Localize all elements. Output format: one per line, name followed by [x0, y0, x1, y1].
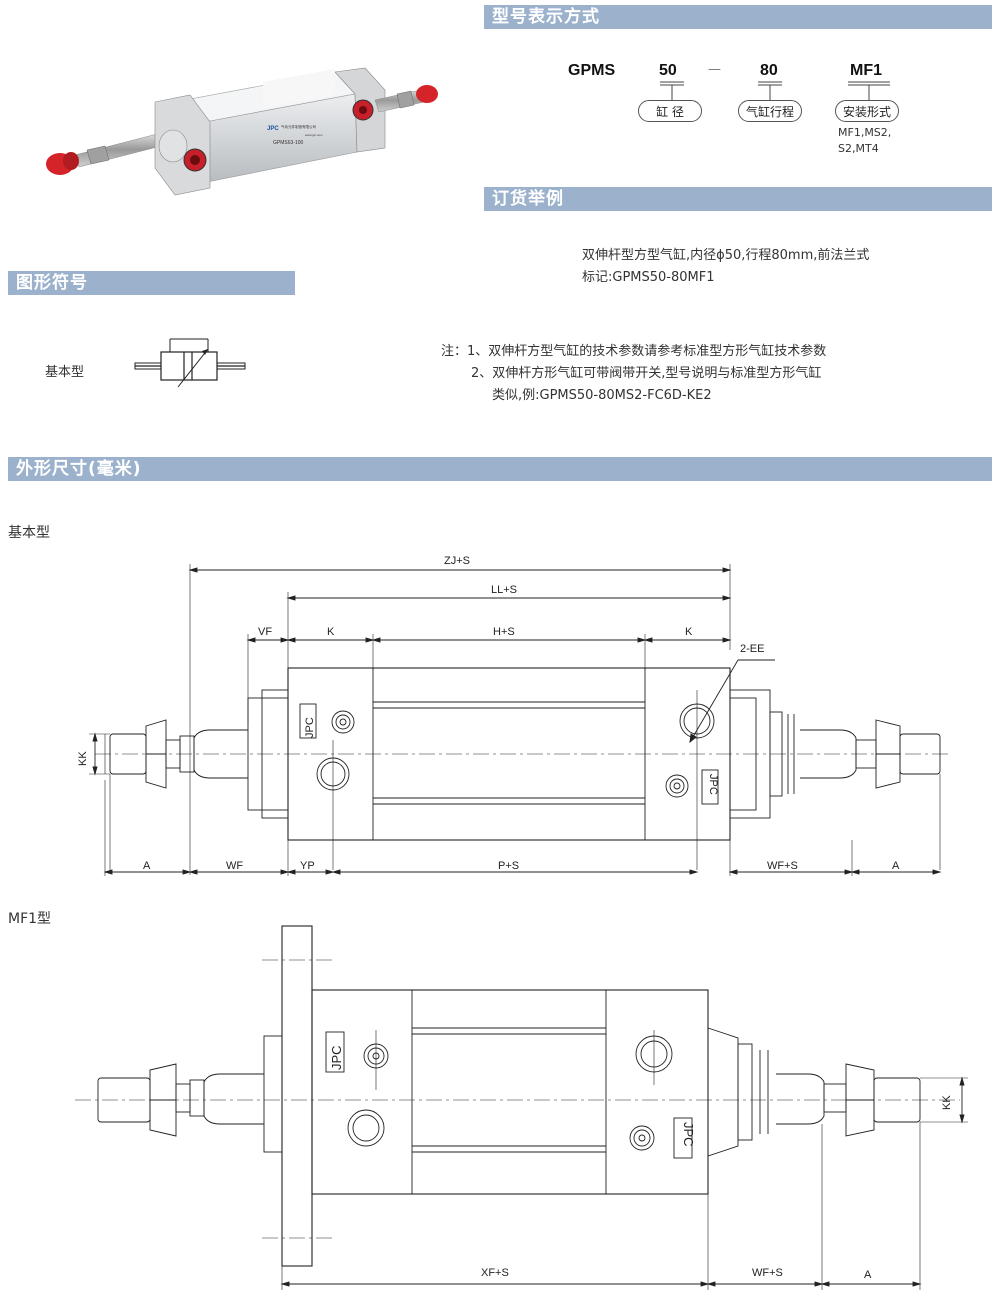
note-line-3: 类似,例:GPMS50-80MS2-FC6D-KE2 [492, 388, 712, 403]
dim-kk: KK [77, 751, 89, 766]
model-bore: 50 [659, 62, 677, 79]
model-connectors [660, 81, 890, 100]
logo-left: JPC [304, 717, 316, 738]
model-prefix: GPMS [568, 62, 616, 79]
right-red-cap [416, 85, 438, 103]
dim-wfs: WF+S [767, 860, 798, 872]
product-label-small1: 气动元件制造有限公司 [281, 124, 316, 129]
note-line-1: 注：1、双伸杆方型气缸的技术参数请参考标准型方形气缸技术参数 [441, 344, 827, 359]
dim-zj: ZJ+S [444, 555, 470, 567]
rear-port-hole [359, 106, 367, 114]
dim-vf: VF [258, 626, 272, 638]
product-image: JPC 气动元件制造有限公司 GPMS63-100 www.jpc.com [46, 67, 438, 196]
left-nut [86, 145, 110, 165]
cylinder-symbol [134, 338, 246, 388]
model-mount: MF1 [850, 62, 882, 79]
note-line-2: 2、双伸杆方形气缸可带阀带开关,型号说明与标准型方形气缸 [471, 366, 822, 381]
stroke-label: 气缸行程 [738, 100, 802, 122]
bore-label: 缸 径 [638, 100, 702, 122]
mf1-drawing: XF+S WF+S A KK JPC JPC [75, 925, 968, 1290]
mf1-dim-kk: KK [941, 1095, 953, 1110]
dim-k-right: K [685, 626, 693, 638]
basic-view-title: 基本型 [8, 525, 50, 541]
header-symbol: 图形符号 [8, 271, 295, 295]
product-label-small2: www.jpc.com [305, 133, 323, 137]
front-port-hole [190, 155, 200, 165]
model-stroke: 80 [760, 62, 778, 79]
logo-right: JPC [707, 774, 719, 795]
basic-drawing: ZJ+S LL+S VF K H+S K 2-EE KK A WF YP P+S… [77, 555, 950, 876]
dim-h: H+S [493, 626, 515, 638]
right-nut [396, 90, 415, 109]
dim-yp: YP [300, 860, 315, 872]
header-order-example: 订货举例 [484, 187, 992, 211]
dim-k-left: K [327, 626, 335, 638]
mount-options-1: MF1,MS2, [838, 126, 892, 139]
mount-label: 安装形式 [835, 100, 899, 122]
dim-a-left: A [143, 860, 151, 872]
product-label-brand: JPC [267, 126, 279, 132]
dim-ee: 2-EE [740, 643, 764, 655]
left-red-cap-side [63, 152, 79, 170]
dim-ll: LL+S [491, 584, 517, 596]
dim-a-right: A [892, 860, 900, 872]
product-label [263, 69, 335, 108]
dim-p: P+S [498, 860, 519, 872]
mf1-dim-wfs: WF+S [752, 1267, 783, 1279]
mf1-dim-xf: XF+S [481, 1267, 509, 1279]
dim-wf: WF [226, 860, 243, 872]
mount-options-2: S2,MT4 [838, 142, 879, 155]
model-dash: — [708, 62, 721, 77]
front-boss [158, 129, 188, 163]
mf1-logo-left: JPC [329, 1045, 344, 1070]
product-label-model: GPMS63-100 [273, 140, 304, 146]
order-line-2: 标记:GPMS50-80MF1 [582, 270, 715, 285]
header-dimensions: 外形尺寸(毫米) [8, 457, 992, 481]
symbol-label: 基本型 [45, 365, 85, 380]
order-line-1: 双伸杆型方型气缸,内径ϕ50,行程80mm,前法兰式 [582, 248, 870, 263]
header-model-notation: 型号表示方式 [484, 5, 992, 29]
mf1-view-title: MF1型 [8, 911, 52, 927]
mf1-logo-right: JPC [681, 1122, 696, 1147]
mf1-dim-a: A [864, 1269, 872, 1281]
